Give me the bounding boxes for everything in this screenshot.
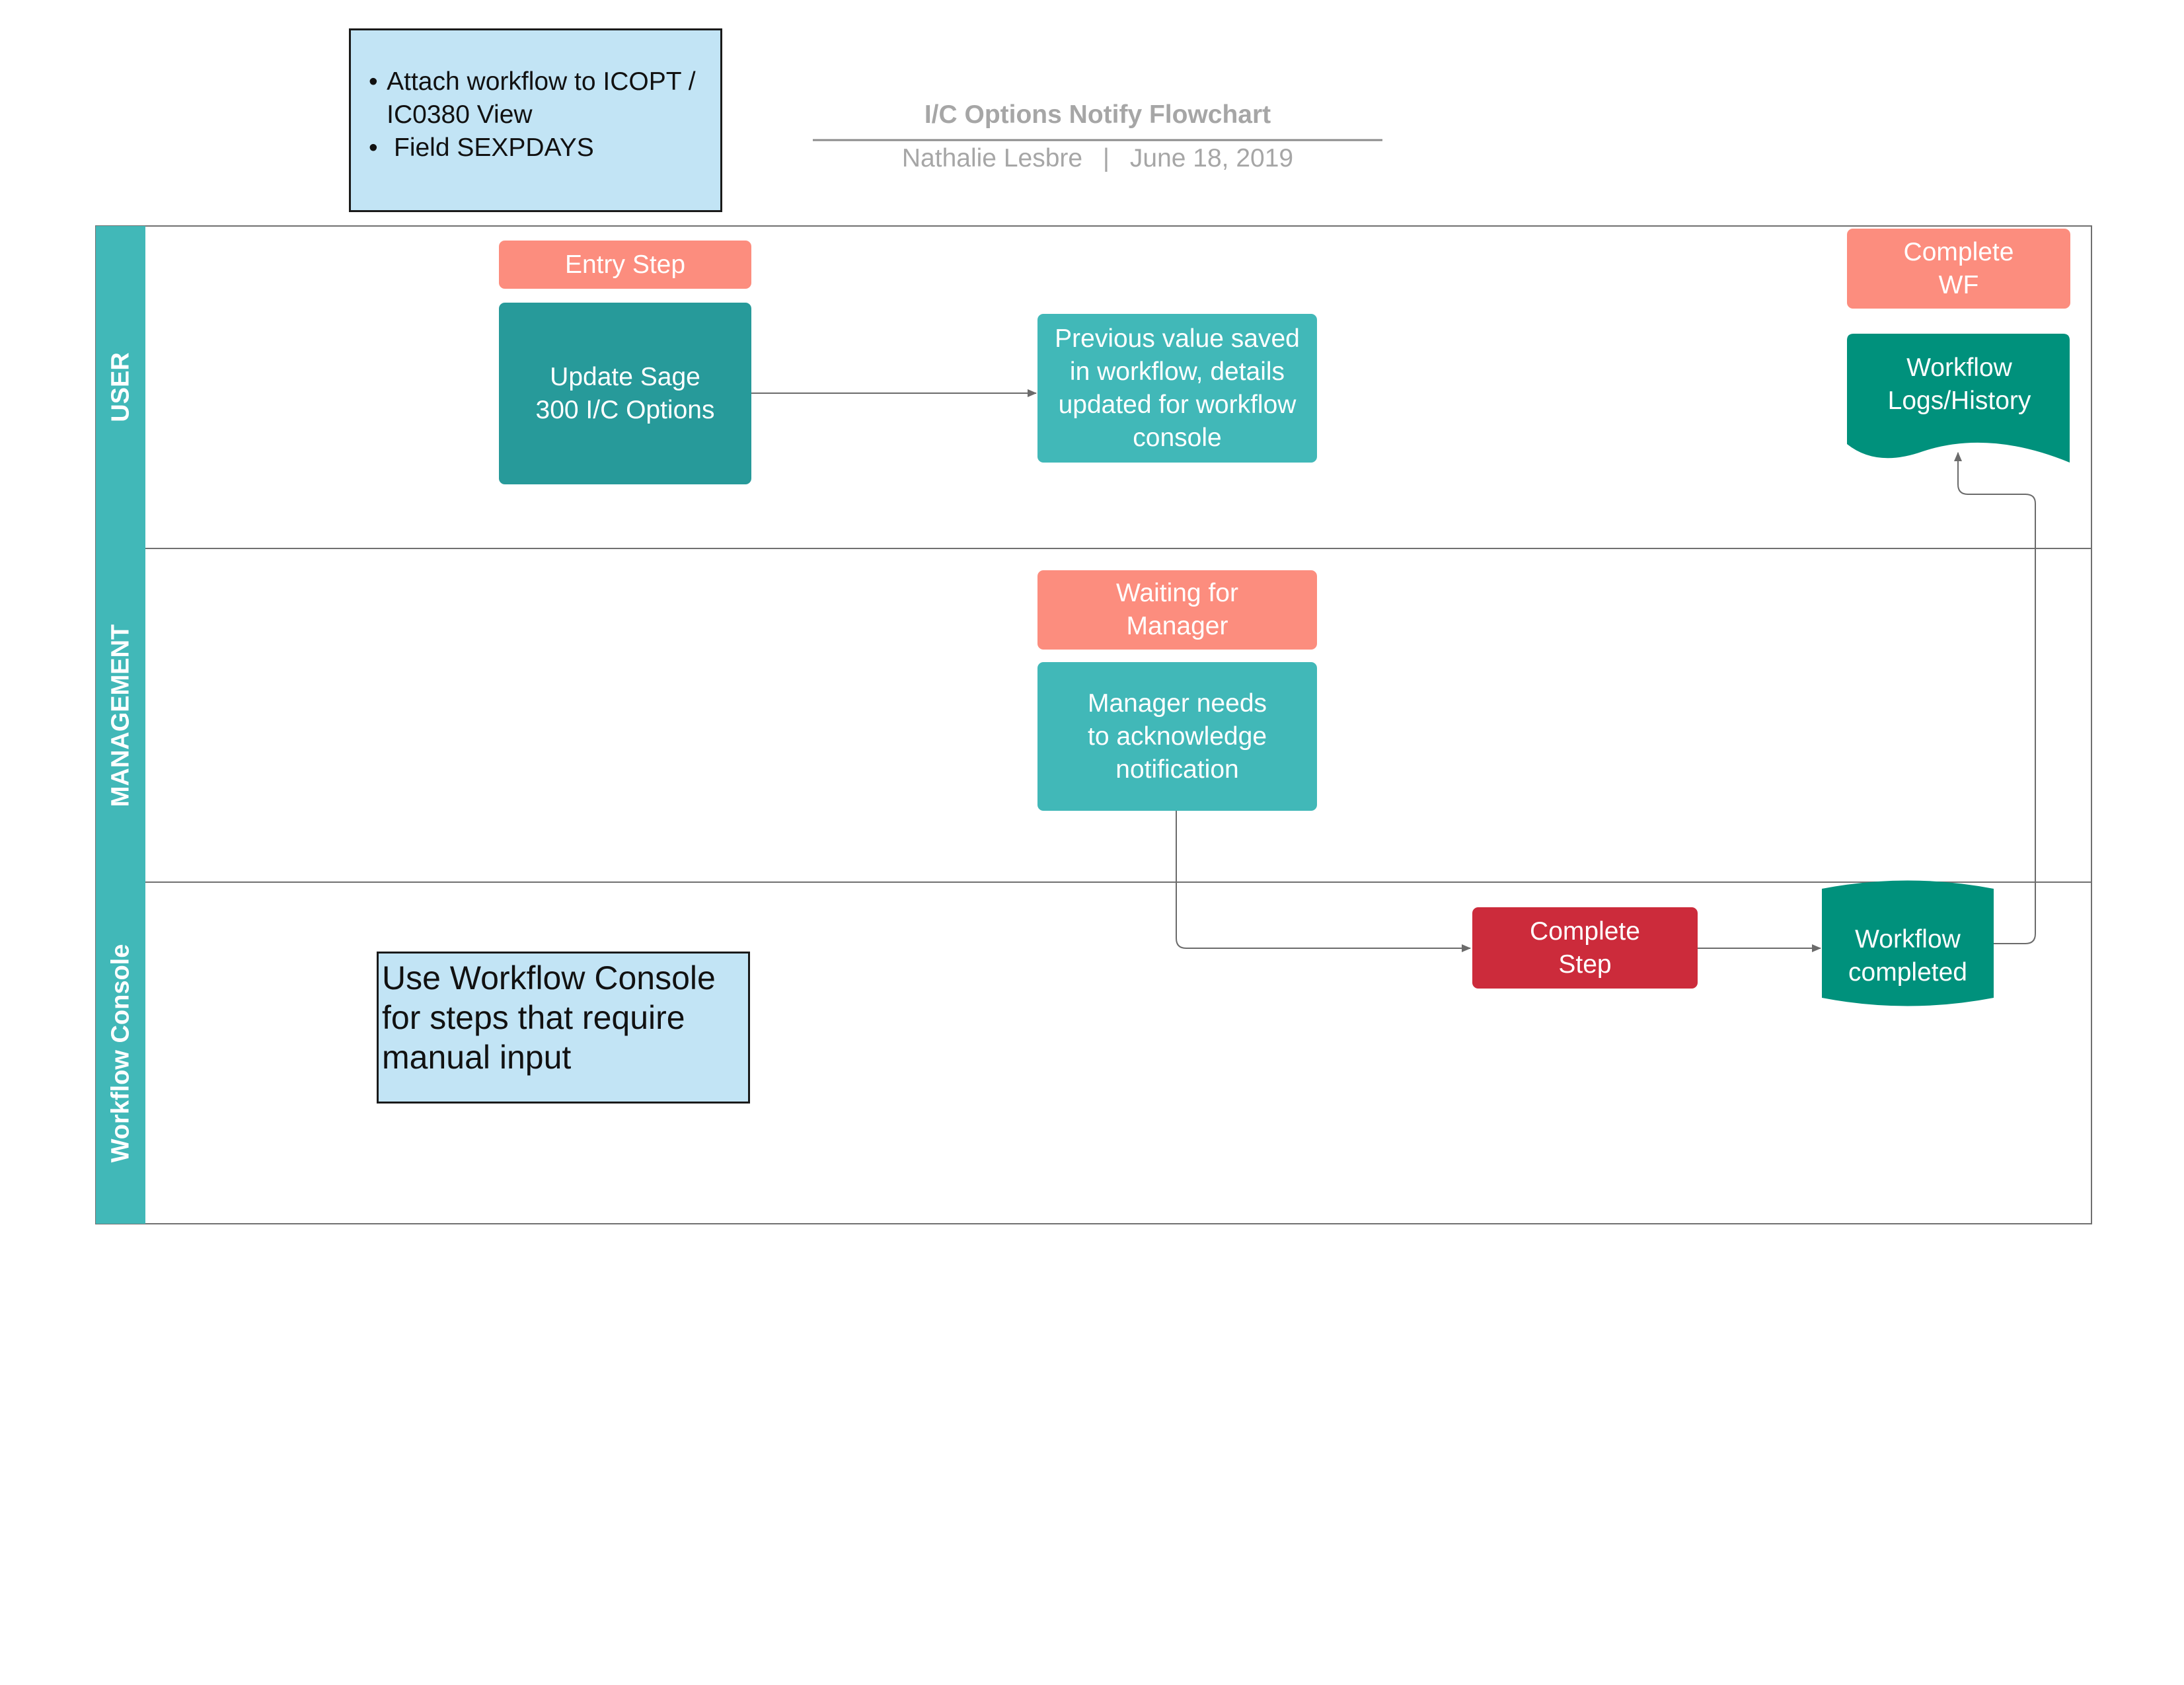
workflow-completed-shape[interactable] xyxy=(1822,880,1994,1006)
note-bullet-list: • Attach workflow to ICOPT / IC0380 View… xyxy=(369,65,716,165)
header-date: June 18, 2019 xyxy=(1129,144,1294,172)
note-workflow-console-text: Use Workflow Console for steps that requ… xyxy=(382,959,716,1076)
connector-manager-to-complete-step xyxy=(1176,809,1471,952)
workflow-logs-label: Workflow Logs/History xyxy=(1887,354,2031,415)
connector-completed-to-logs xyxy=(1954,452,2036,944)
author-name: Nathalie Lesbre xyxy=(901,144,1083,172)
bullet-dot: • xyxy=(369,133,378,162)
manager-ack-node[interactable]: Manager needs to acknowledge notificatio… xyxy=(1037,662,1317,811)
lane-label-management: MANAGEMENT xyxy=(96,548,145,882)
byline-separator: | xyxy=(1102,144,1110,172)
update-sage-node[interactable]: Update Sage 300 I/C Options xyxy=(499,303,751,484)
complete-wf-badge[interactable]: Complete WF xyxy=(1847,229,2070,309)
header-byline: Nathalie Lesbre | June 18, 2019 xyxy=(813,144,1382,173)
note-attach-workflow[interactable]: • Attach workflow to ICOPT / IC0380 View… xyxy=(349,28,722,212)
note-bullet: • Field SEXPDAYS xyxy=(369,131,716,165)
waiting-manager-badge[interactable]: Waiting for Manager xyxy=(1037,570,1317,650)
bullet-dot: • xyxy=(369,67,378,96)
lane-label-workflow-console: Workflow Console xyxy=(96,882,145,1224)
lane-label-text: USER xyxy=(106,352,134,422)
entry-step-badge[interactable]: Entry Step xyxy=(499,241,751,289)
note-workflow-console[interactable] xyxy=(377,952,750,1104)
workflow-logs-shape[interactable] xyxy=(1847,334,2070,463)
note-bullet: • Attach workflow to ICOPT / IC0380 View xyxy=(369,65,716,131)
lane-label-text: MANAGEMENT xyxy=(106,624,134,807)
previous-value-node[interactable]: Previous value saved in workflow, detail… xyxy=(1037,314,1317,463)
note-bullet-text: Field SEXPDAYS xyxy=(394,133,594,162)
note-bullet-text: Attach workflow to ICOPT / IC0380 View xyxy=(387,67,696,129)
page-title: I/C Options Notify Flowchart xyxy=(924,100,1271,129)
lane-label-text: Workflow Console xyxy=(106,944,134,1162)
complete-step-node[interactable]: Complete Step xyxy=(1472,907,1698,989)
lane-label-user: USER xyxy=(96,226,145,548)
workflow-completed-label: Workflow completed xyxy=(1848,925,1967,987)
